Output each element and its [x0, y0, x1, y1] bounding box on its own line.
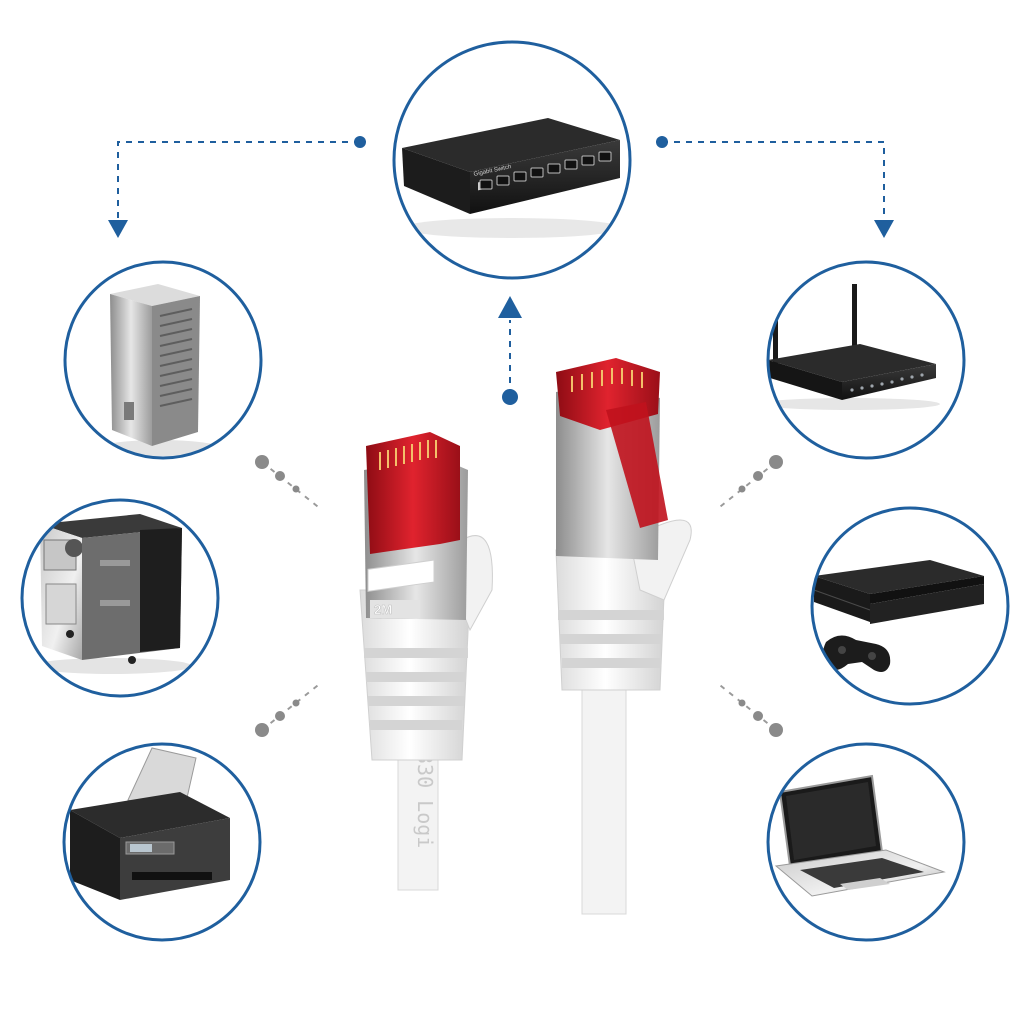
server-rack-icon [100, 284, 220, 456]
arrow-up-icon [498, 296, 522, 318]
left-cable-print: 330 Logi [413, 752, 437, 848]
laptop-circle [766, 742, 966, 942]
arrow-down-left-icon [108, 220, 128, 238]
printer-icon [70, 747, 230, 900]
connector-lines [117, 141, 885, 395]
desktop-pc-circle [20, 498, 220, 698]
connector-left [117, 141, 360, 220]
grey-link-lines [261, 461, 777, 731]
game-console-circle [810, 506, 1010, 706]
wifi-router-icon [768, 284, 940, 410]
ethernet-cable-left: 330 Logi 2M [359, 432, 493, 891]
arrow-heads [108, 220, 894, 318]
network-switch-circle: Gigabit Switch [392, 40, 632, 280]
printer-circle [62, 742, 262, 942]
game-console-icon [813, 560, 984, 672]
network-switch-icon: Gigabit Switch [402, 118, 622, 238]
connector-right [662, 141, 885, 220]
connector-dots [354, 136, 668, 405]
left-cable-length-tag: 2M [374, 602, 392, 617]
arrow-down-right-icon [874, 220, 894, 238]
server-rack-circle [63, 260, 263, 460]
ethernet-cable-right [555, 358, 692, 915]
desktop-pc-icon [32, 514, 192, 674]
laptop-icon [774, 774, 946, 897]
wifi-router-circle [766, 260, 966, 460]
grey-link-dots [255, 455, 783, 737]
